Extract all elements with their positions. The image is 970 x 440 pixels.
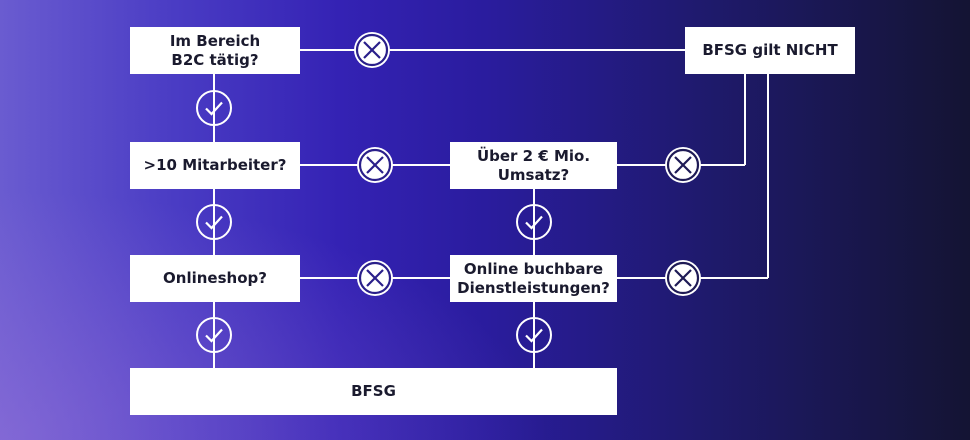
check-circle-icon <box>516 204 552 240</box>
node-umsatz: Über 2 € Mio. Umsatz? <box>450 142 617 189</box>
check-circle-icon <box>196 90 232 126</box>
node-onlineshop: Onlineshop? <box>130 255 300 302</box>
node-b2c: Im Bereich B2C tätig? <box>130 27 300 74</box>
x-circle-icon <box>665 147 701 183</box>
check-circle-icon <box>196 317 232 353</box>
node-bfsg: BFSG <box>130 368 617 415</box>
x-circle-icon <box>357 147 393 183</box>
node-bfsg-gilt-nicht: BFSG gilt NICHT <box>685 27 855 74</box>
x-circle-icon <box>354 32 390 68</box>
x-circle-icon <box>665 260 701 296</box>
check-circle-icon <box>516 317 552 353</box>
x-circle-icon <box>357 260 393 296</box>
node-dienstleistungen: Online buchbare Dienstleistungen? <box>450 255 617 302</box>
check-circle-icon <box>196 204 232 240</box>
node-mitarbeiter: >10 Mitarbeiter? <box>130 142 300 189</box>
